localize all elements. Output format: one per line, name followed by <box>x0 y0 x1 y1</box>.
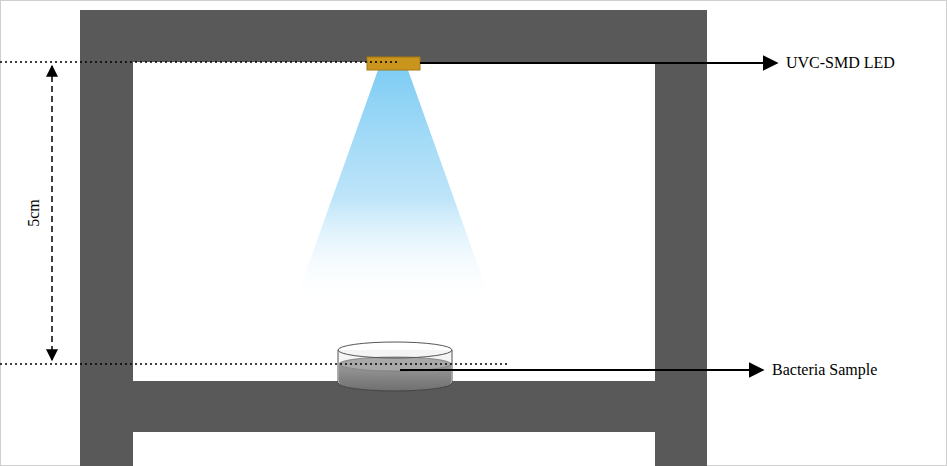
part-label: UVC-SMD LED <box>786 53 895 73</box>
chamber-housing <box>80 10 707 466</box>
reference-line <box>0 363 510 364</box>
lower-compartment <box>133 432 655 466</box>
reference-line <box>0 61 400 62</box>
leader-line <box>400 369 763 371</box>
part-label: Bacteria Sample <box>772 360 877 380</box>
chamber-interior <box>133 62 655 381</box>
dimension-label: 5cm <box>24 199 44 227</box>
petri-dish <box>338 342 452 391</box>
uv-light-cone <box>294 70 492 305</box>
uvc-led <box>367 57 420 70</box>
dimension-arrow <box>51 66 53 360</box>
leader-line <box>420 62 777 64</box>
